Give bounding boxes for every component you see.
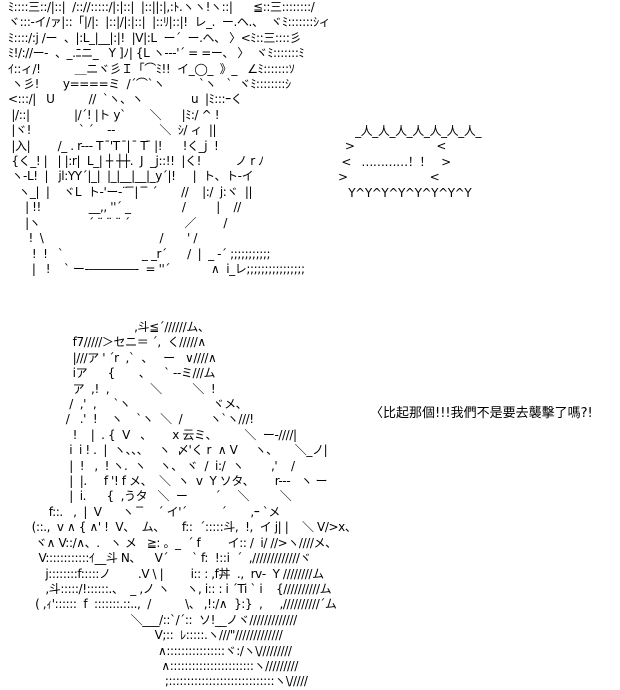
speech-bubble-ascii-art: _人_人_人_人_人_人_人_ > < < …………！！ > > < Y^Y^Y… (338, 124, 482, 200)
character-ascii-art: ,斗≦´//////ム、 f7/////＞セニ＝ ´, く/////∧ |///… (31, 320, 357, 689)
dialogue-caption: 〈比起那個!!!我們不是要去襲擊了嗎?! (370, 406, 593, 421)
shouting-face-ascii-art: ﾐ::::三::/|::| /:://:::::/|:|::| |::||:|,… (8, 0, 331, 276)
